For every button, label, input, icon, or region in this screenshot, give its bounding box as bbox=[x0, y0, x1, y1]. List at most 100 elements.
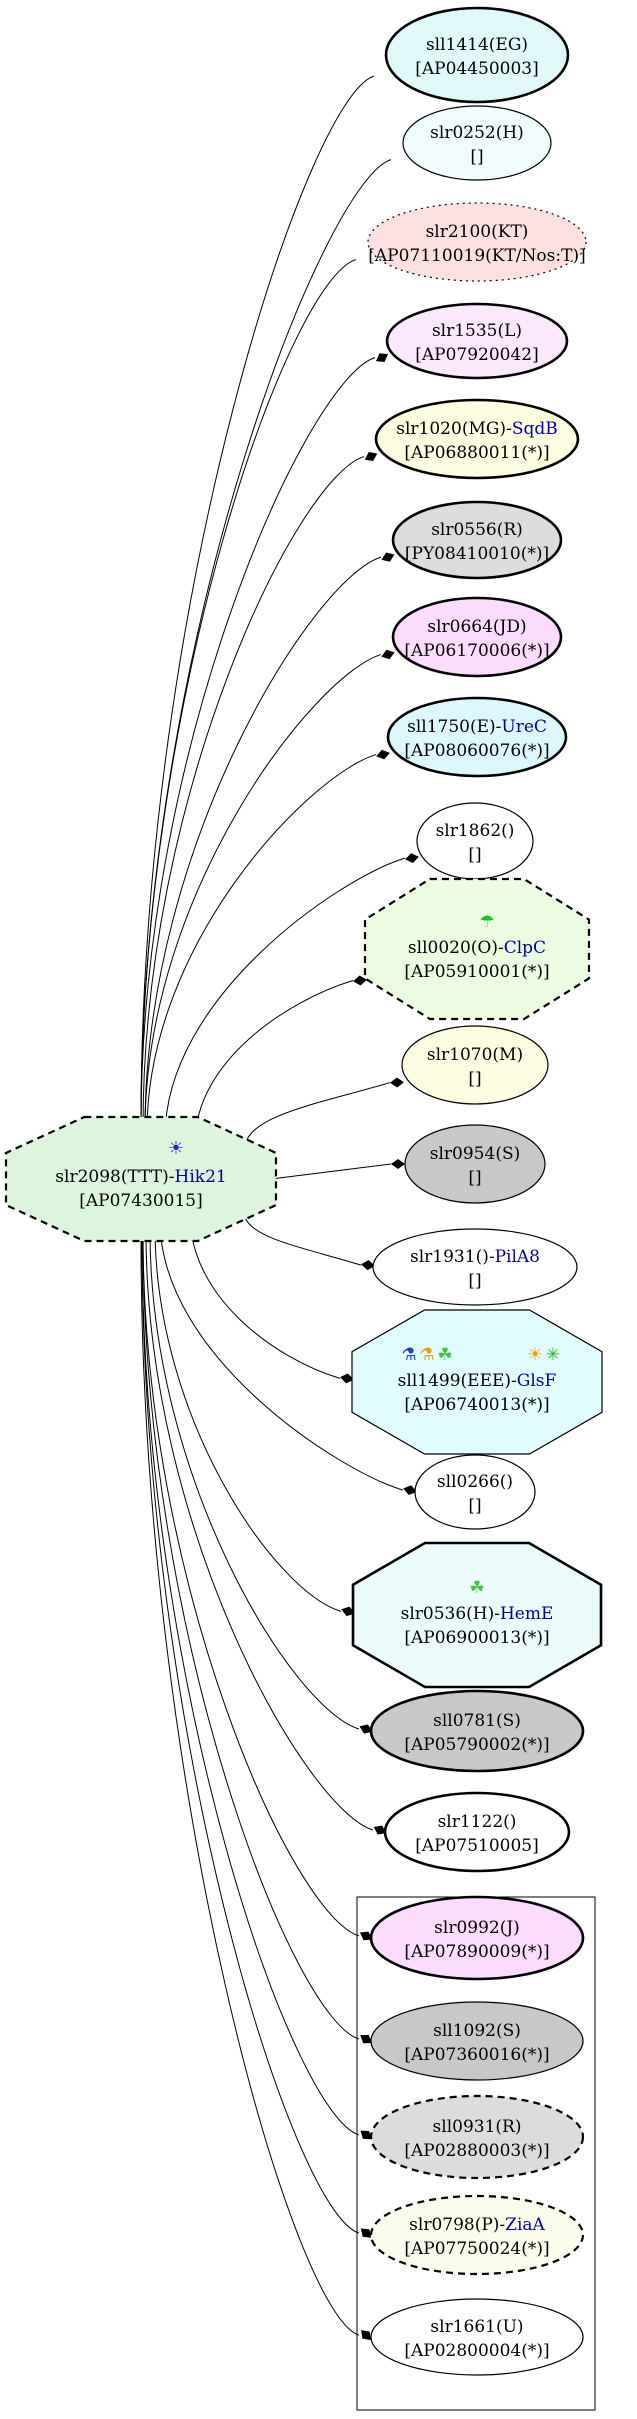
edge-diamond bbox=[340, 1373, 354, 1384]
node-sll1499-eee-glsf-shape bbox=[351, 1309, 603, 1455]
edge-node-sll0781-s bbox=[149, 1230, 360, 1730]
node-slr1535-l-shape bbox=[385, 302, 569, 380]
edge-node-slr0252-h bbox=[140, 159, 392, 1123]
node-sll1750-e-urec-gene-link[interactable]: UreC bbox=[501, 717, 547, 737]
node-sll1750-e-urec[interactable]: sll1750(E)-UreC[AP08060076(*)] bbox=[386, 696, 568, 778]
edge-diamond bbox=[390, 1077, 404, 1088]
node-sll1750-e-urec-id: sll1750(E)- bbox=[407, 717, 501, 737]
node-slr2100-kt[interactable]: slr2100(KT)[AP07110019(KT/Nos:T)] bbox=[367, 202, 587, 282]
node-sll0781-s-id-label: sll0781(S) bbox=[433, 1711, 521, 1731]
edge-node-slr1070-m bbox=[244, 1082, 391, 1149]
edge-node-sll0931-r bbox=[141, 1236, 360, 2136]
node-slr0954-s[interactable]: slr0954(S) [] bbox=[404, 1124, 546, 1204]
node-sll0266[interactable]: sll0266()[] bbox=[414, 1454, 536, 1530]
node-slr0536-h-heme-icons: ☘ bbox=[469, 1578, 484, 1598]
node-slr1661-u-shape bbox=[370, 2298, 584, 2376]
node-sll1092-s-code: [AP07360016(*)] bbox=[404, 2045, 549, 2065]
node-sll0020-o-clpc-code: [AP05910001(*)] bbox=[404, 962, 549, 982]
node-slr1020-mg-sqdb-id: slr1020(MG)- bbox=[396, 419, 512, 439]
node-sll0931-r-shape bbox=[369, 2094, 585, 2180]
node-slr1661-u[interactable]: slr1661(U)[AP02800004(*)] bbox=[370, 2298, 584, 2376]
node-slr1122[interactable]: slr1122()[AP07510005] bbox=[383, 1791, 571, 1873]
node-slr1931-pila8-id-label: slr1931()-PilA8 bbox=[410, 1247, 540, 1267]
node-slr1862-shape bbox=[416, 802, 534, 880]
node-sll1499-eee-glsf-gene-link[interactable]: GlsF bbox=[517, 1371, 557, 1391]
node-slr0252-h-shape bbox=[402, 105, 552, 181]
node-slr0798-p-ziaa-gene-link[interactable]: ZiaA bbox=[505, 2215, 545, 2235]
node-slr1931-pila8[interactable]: slr1931()-PilA8[] bbox=[372, 1228, 578, 1306]
node-slr0252-h-id-label: slr0252(H) bbox=[430, 123, 524, 143]
node-slr0252-h-code: [] bbox=[470, 147, 483, 167]
node-slr1122-id-label: slr1122() bbox=[438, 1812, 517, 1832]
node-slr0664-jd[interactable]: slr0664(JD)[AP06170006(*)] bbox=[391, 596, 563, 678]
edge-node-sll0266 bbox=[159, 1219, 404, 1491]
node-slr0536-h-heme-gene-link[interactable]: HemE bbox=[500, 1604, 553, 1624]
node-sll0020-o-clpc[interactable]: ☂ sll0020(O)-ClpC [AP05910001(*)] bbox=[363, 877, 591, 1021]
node-sll1499-eee-glsf-id-label: sll1499(EEE)-GlsF bbox=[398, 1371, 557, 1391]
node-sll0781-s[interactable]: sll0781(S)[AP05790002(*)] bbox=[369, 1689, 585, 1773]
node-sll1414-eg-code: [AP04450003] bbox=[415, 59, 539, 79]
node-slr0798-p-ziaa[interactable]: slr0798(P)-ZiaA[AP07750024(*)] bbox=[369, 2194, 585, 2276]
edge-diamond bbox=[381, 552, 395, 562]
node-sll0020-o-clpc-shape bbox=[363, 877, 591, 1021]
node-slr0954-s-code: [] bbox=[468, 1168, 481, 1188]
edge-diamond bbox=[360, 2034, 372, 2044]
bottle-icon: ⚗ bbox=[419, 1345, 434, 1365]
node-slr0556-r[interactable]: slr0556(R)[PY08410010(*)] bbox=[391, 500, 563, 580]
edge-node-slr2100-kt bbox=[140, 259, 357, 1124]
node-sll0020-o-clpc-gene-link[interactable]: ClpC bbox=[504, 938, 546, 958]
edge-diamond bbox=[376, 749, 390, 760]
node-slr0664-jd-code: [AP06170006(*)] bbox=[404, 641, 549, 661]
edge-node-slr1122 bbox=[145, 1231, 374, 1831]
node-slr1862[interactable]: slr1862()[] bbox=[416, 802, 534, 880]
edge-diamond bbox=[403, 1485, 417, 1496]
node-slr0252-h[interactable]: slr0252(H) [] bbox=[402, 105, 552, 181]
flask-icon: ⚗ bbox=[401, 1345, 416, 1365]
node-slr1020-mg-sqdb-shape bbox=[374, 398, 580, 480]
node-sll0020-o-clpc-icons: ☂ bbox=[479, 912, 494, 932]
node-sll1092-s-shape bbox=[370, 2001, 584, 2081]
center-node-shape bbox=[4, 1115, 278, 1243]
edge-diamond bbox=[405, 853, 419, 864]
edge-diamond bbox=[361, 2330, 371, 2341]
plant-icon: ☘ bbox=[437, 1345, 452, 1365]
edge-node-sll0020-o-clpc bbox=[194, 980, 354, 1144]
node-sll1092-s[interactable]: sll1092(S)[AP07360016(*)] bbox=[370, 2001, 584, 2081]
sparkle-icon: ✳ bbox=[546, 1345, 560, 1365]
node-sll1499-eee-glsf-icons: ⚗⚗☘☀✳ bbox=[401, 1345, 560, 1365]
node-slr0536-h-heme[interactable]: ☘slr0536(H)-HemE[AP06900013(*)] bbox=[351, 1541, 603, 1689]
node-sll0266-id-label: sll0266() bbox=[437, 1472, 513, 1492]
edge-node-slr0992-j bbox=[142, 1233, 360, 1937]
node-sll0266-shape bbox=[414, 1454, 536, 1530]
node-sll1499-eee-glsf[interactable]: ⚗⚗☘☀✳sll1499(EEE)-GlsF[AP06740013(*)] bbox=[351, 1309, 603, 1455]
node-sll1414-eg[interactable]: sll1414(EG) [AP04450003] bbox=[384, 6, 570, 104]
node-slr1070-m[interactable]: slr1070(M)[] bbox=[401, 1025, 549, 1105]
node-slr1931-pila8-id: slr1931()- bbox=[410, 1247, 495, 1267]
node-slr0954-s-shape bbox=[404, 1124, 546, 1204]
plant-icon: ☘ bbox=[469, 1578, 484, 1598]
node-slr1020-mg-sqdb-gene-link[interactable]: SqdB bbox=[512, 419, 558, 439]
node-slr1661-u-id: slr1661(U) bbox=[430, 2317, 523, 2337]
center-node-gene-link[interactable]: Hik21 bbox=[175, 1167, 227, 1187]
center-node[interactable]: ☀slr2098(TTT)-Hik21[AP07430015] bbox=[4, 1115, 278, 1243]
node-sll0931-r-id: sll0931(R) bbox=[433, 2117, 522, 2137]
node-sll0020-o-clpc-id-label: sll0020(O)-ClpC bbox=[408, 938, 546, 958]
node-slr1020-mg-sqdb[interactable]: slr1020(MG)-SqdB [AP06880011(*)] bbox=[374, 398, 580, 480]
node-slr0798-p-ziaa-id: slr0798(P)- bbox=[409, 2215, 505, 2235]
edge-node-slr1862 bbox=[164, 857, 406, 1138]
node-slr1661-u-id-label: slr1661(U) bbox=[430, 2317, 523, 2337]
center-node-id-label: slr2098(TTT)-Hik21 bbox=[55, 1167, 226, 1187]
node-sll1499-eee-glsf-id: sll1499(EEE)- bbox=[398, 1371, 517, 1391]
node-slr0992-j[interactable]: slr0992(J)[AP07890009(*)] bbox=[369, 1895, 585, 1981]
node-slr1535-l[interactable]: slr1535(L)[AP07920042] bbox=[385, 302, 569, 380]
node-slr0556-r-shape bbox=[391, 500, 563, 580]
node-slr1020-mg-sqdb-code: [AP06880011(*)] bbox=[404, 443, 549, 463]
node-slr1070-m-id-label: slr1070(M) bbox=[427, 1045, 523, 1065]
node-slr0954-s-id: slr0954(S) bbox=[430, 1144, 520, 1164]
edge-node-slr1931-pila8 bbox=[242, 1208, 362, 1266]
node-slr1931-pila8-gene-link[interactable]: PilA8 bbox=[495, 1247, 540, 1267]
node-sll1414-eg-id: sll1414(EG) bbox=[426, 35, 528, 55]
node-slr0252-h-id: slr0252(H) bbox=[430, 123, 524, 143]
node-sll0931-r[interactable]: sll0931(R)[AP02880003(*)] bbox=[369, 2094, 585, 2180]
